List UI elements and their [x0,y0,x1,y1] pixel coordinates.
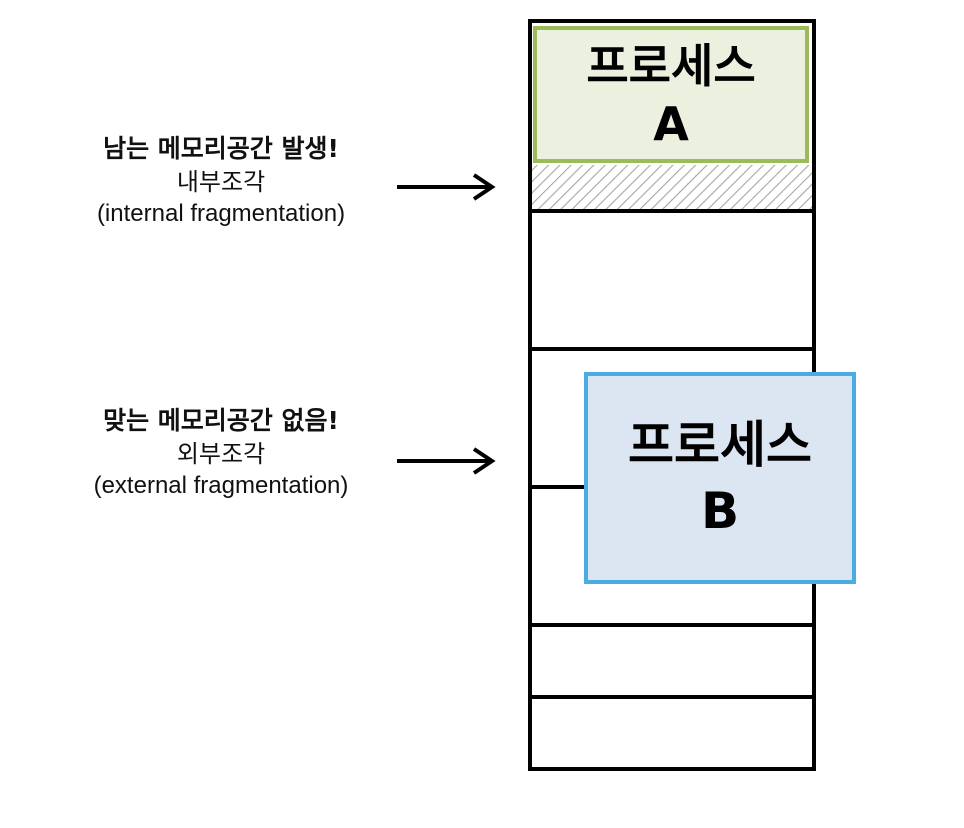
process-a-letter: A [653,96,689,151]
internal-heading: 남는 메모리공간 발생! [103,134,339,163]
process-a-label: 프로세스 A [534,28,808,161]
internal-ko-term: 내부조각 [176,168,266,196]
process-b-letter: B [700,482,740,540]
external-heading: 맞는 메모리공간 없음! [103,406,339,435]
process-b-name: 프로세스 [628,416,812,474]
arrow-internal [397,173,496,201]
external-fragmentation-label: 맞는 메모리공간 없음! 외부조각 (external fragmentatio… [38,404,404,502]
arrow-external [397,447,496,475]
external-ko-term: 외부조각 [176,440,266,468]
process-b-label: 프로세스 B [586,374,854,582]
process-a-block [533,26,809,163]
internal-fragment-hatch [532,165,812,210]
process-a-name: 프로세스 [586,38,756,93]
process-b-block [584,372,856,584]
external-en-term: (external fragmentation) [93,472,349,499]
internal-fragmentation-label: 남는 메모리공간 발생! 내부조각 (internal fragmentatio… [38,132,404,230]
internal-en-term: (internal fragmentation) [96,200,346,227]
